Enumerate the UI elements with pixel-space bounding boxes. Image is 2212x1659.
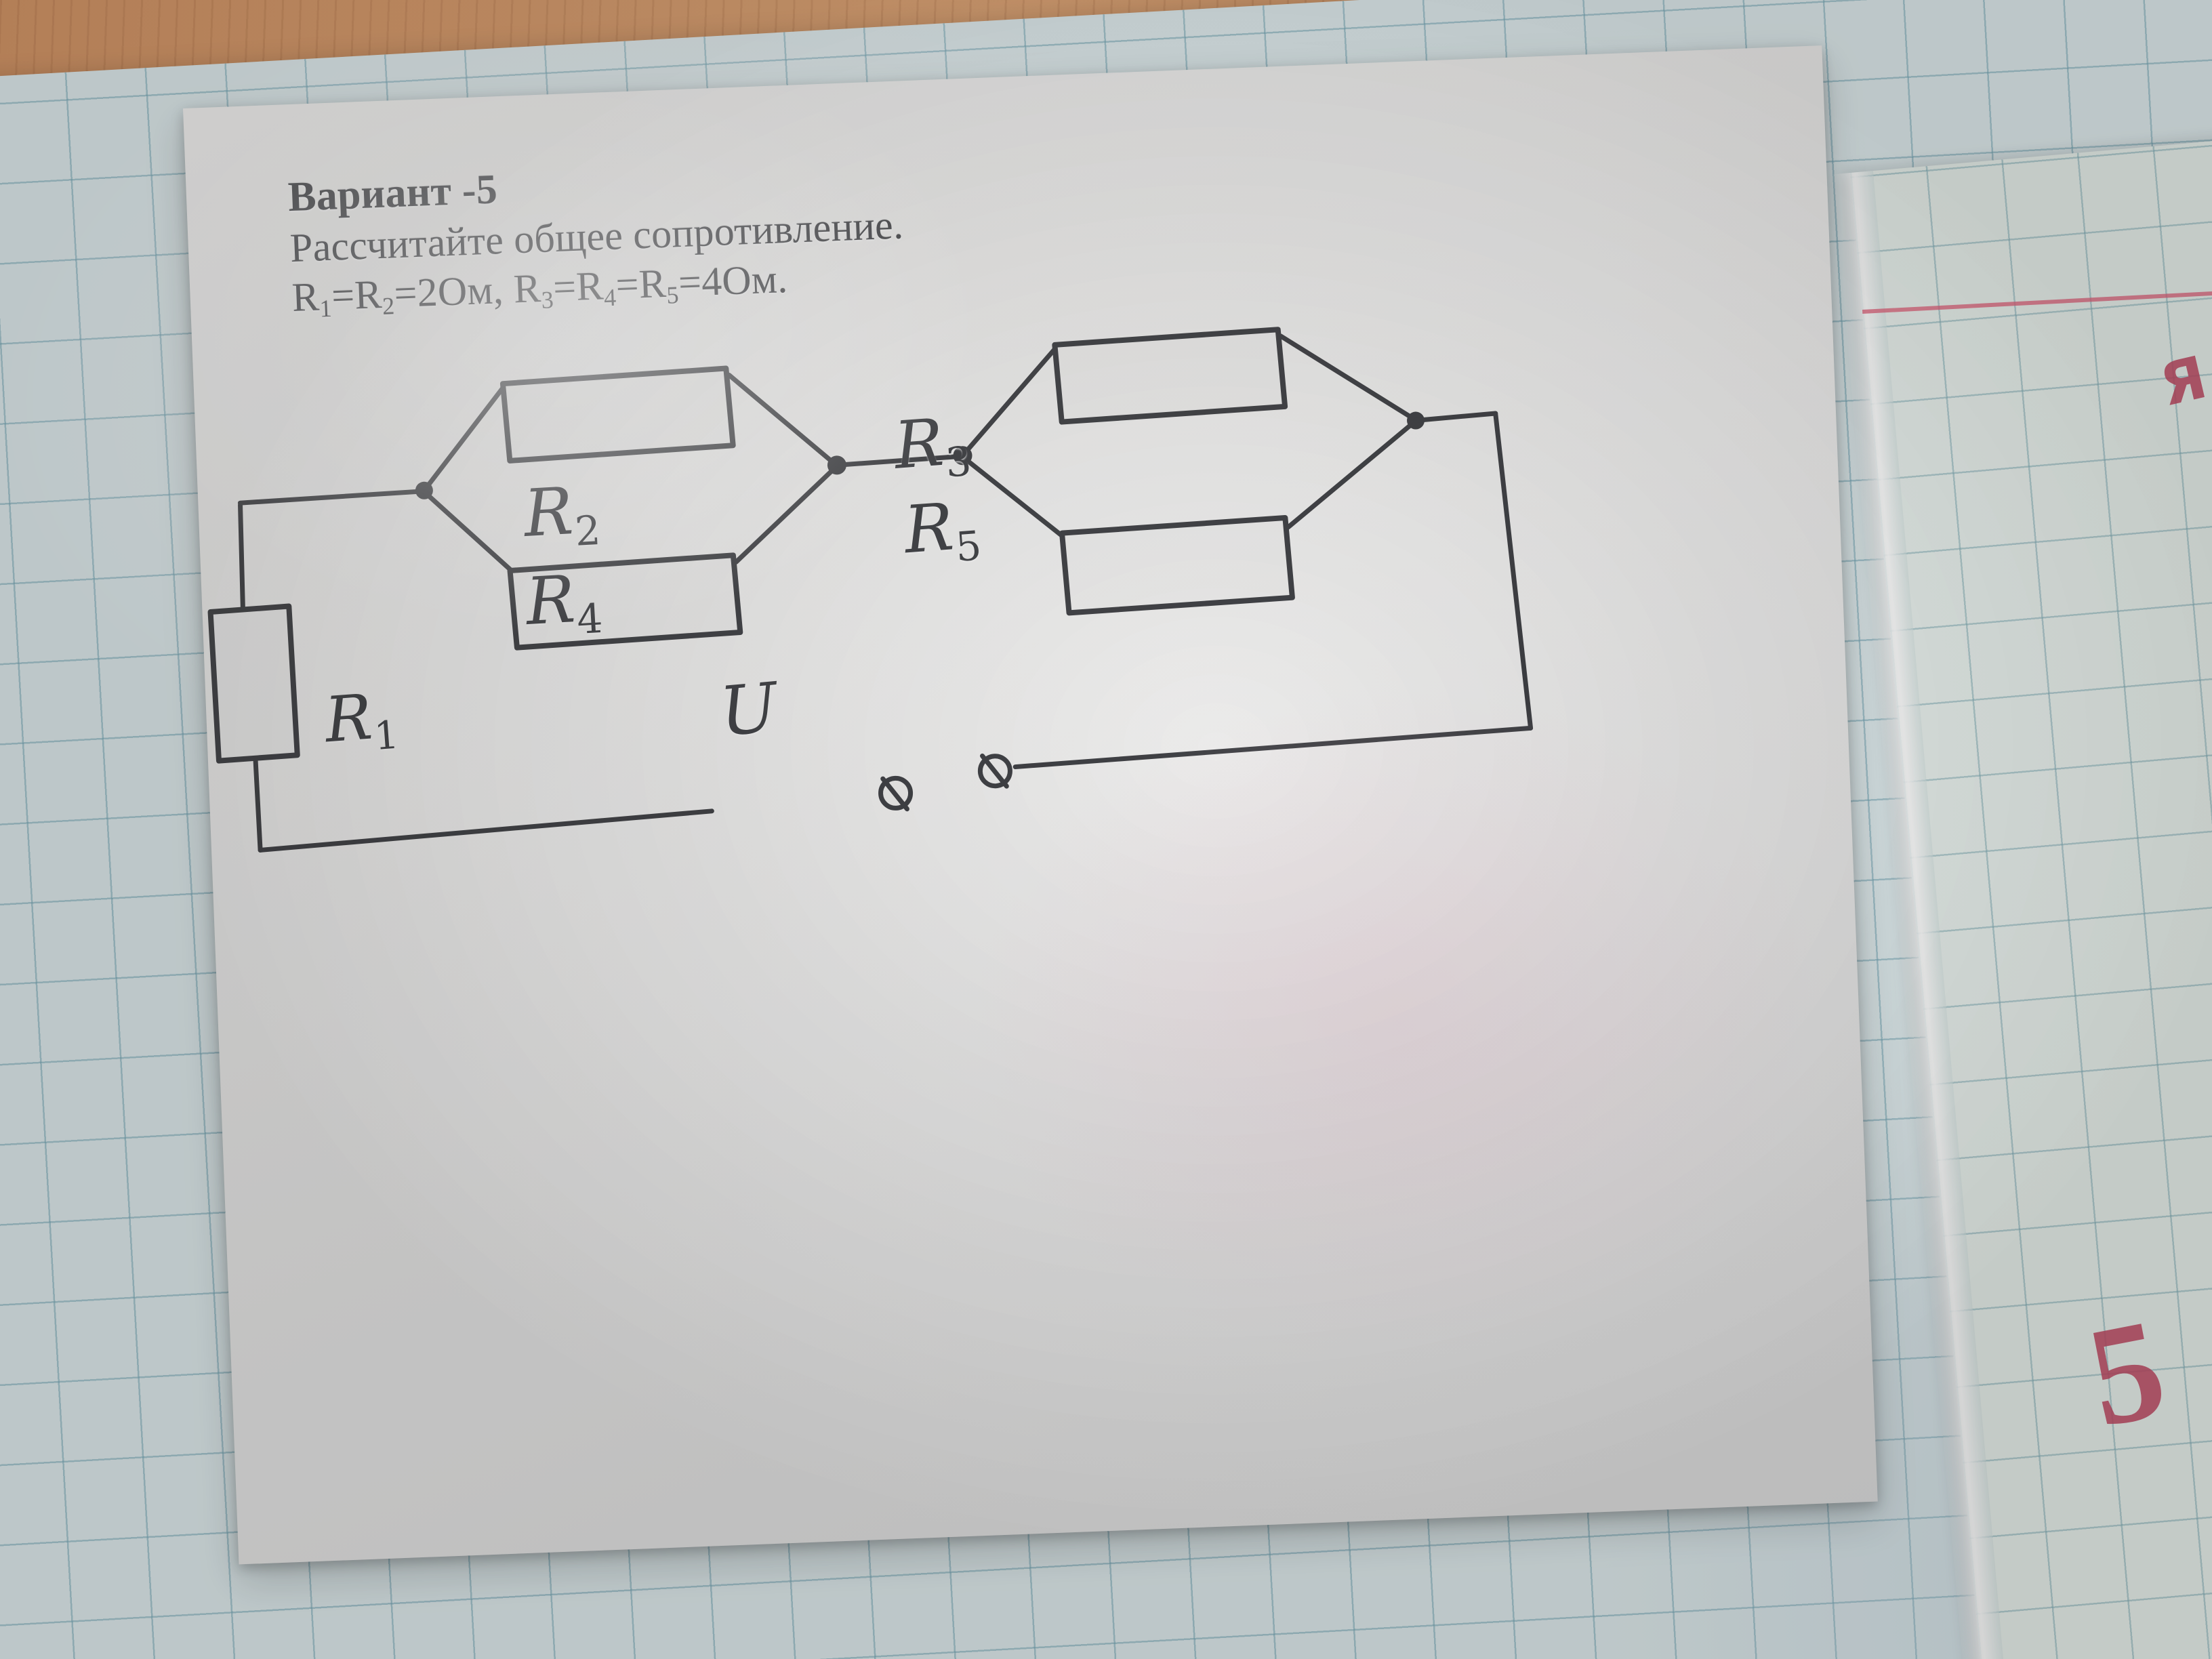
label-source-voltage: U <box>716 668 781 752</box>
wire-from-r5-right <box>1286 419 1417 530</box>
given-r2: R <box>353 272 383 318</box>
label-r2: R2 <box>522 472 602 556</box>
node-middle-left <box>827 455 846 475</box>
label-r3-sub: 3 <box>943 438 973 487</box>
terminal-left-circle <box>878 775 914 811</box>
resistor-r5-body <box>1059 515 1295 616</box>
terminal-right-circle <box>977 754 1012 789</box>
label-r5: R5 <box>901 487 983 571</box>
label-r4: R4 <box>524 560 604 644</box>
given-r4-sub: 4 <box>603 283 617 312</box>
wire-to-r2-left <box>422 385 506 493</box>
label-r4-letter: R <box>524 561 577 640</box>
right-page-top-mark: Я <box>2154 344 2212 420</box>
label-r2-sub: 2 <box>573 507 602 556</box>
given-eq1: = <box>330 272 356 319</box>
given-r3: R <box>512 266 542 312</box>
given-eq2: =2Ом, <box>393 267 504 316</box>
node-left-split <box>415 481 433 499</box>
label-r3-letter: R <box>891 404 947 484</box>
wire-from-r4-right <box>733 464 838 565</box>
given-r2-sub: 2 <box>382 292 396 321</box>
problem-statement: Вариант -5 Рассчитайте общее сопротивлен… <box>287 152 906 323</box>
wire-bottom-right-rail <box>1012 725 1534 770</box>
wire-from-r2-right <box>726 372 838 467</box>
given-r1-sub: 1 <box>319 295 333 323</box>
label-r2-letter: R <box>522 473 575 552</box>
wire-to-r4-left <box>422 489 514 573</box>
label-r4-sub: 4 <box>575 595 605 644</box>
wire-r1-to-bottom <box>253 756 263 853</box>
wire-right-vertical <box>1493 411 1534 731</box>
given-r1: R <box>291 274 321 321</box>
wire-from-r3-right <box>1278 333 1417 422</box>
given-r4: R <box>575 263 605 310</box>
given-r5: R <box>638 261 668 307</box>
wire-left-vertical-top <box>238 502 245 612</box>
wire-right-stub <box>1413 411 1498 424</box>
given-eq4: = <box>615 262 640 308</box>
given-r5-sub: 5 <box>665 281 680 310</box>
terminal-right-tick <box>980 753 1009 789</box>
resistor-r2-body <box>499 365 736 464</box>
given-eq5: =4Ом. <box>677 256 789 306</box>
given-r3-sub: 3 <box>540 286 554 314</box>
label-r1: R1 <box>322 679 401 760</box>
wire-to-r3-left <box>960 346 1058 458</box>
label-r1-letter: R <box>322 680 375 757</box>
terminal-left-tick <box>880 776 909 812</box>
resistor-r3-body <box>1052 327 1288 425</box>
red-margin-line <box>1862 285 2212 314</box>
label-r5-sub: 5 <box>954 523 983 571</box>
worksheet-paper: Вариант -5 Рассчитайте общее сопротивлен… <box>183 45 1878 1565</box>
label-r5-letter: R <box>901 489 956 569</box>
wire-bottom-left-rail <box>258 808 714 853</box>
wire-left-top-horizontal <box>237 489 426 506</box>
given-eq3: = <box>552 264 577 310</box>
label-r1-sub: 1 <box>372 712 401 760</box>
node-right-merge <box>1407 411 1425 430</box>
right-page-bottom-mark: 5 <box>2076 1289 2177 1458</box>
resistor-r1-body <box>207 603 300 764</box>
label-r3: R3 <box>891 403 973 487</box>
